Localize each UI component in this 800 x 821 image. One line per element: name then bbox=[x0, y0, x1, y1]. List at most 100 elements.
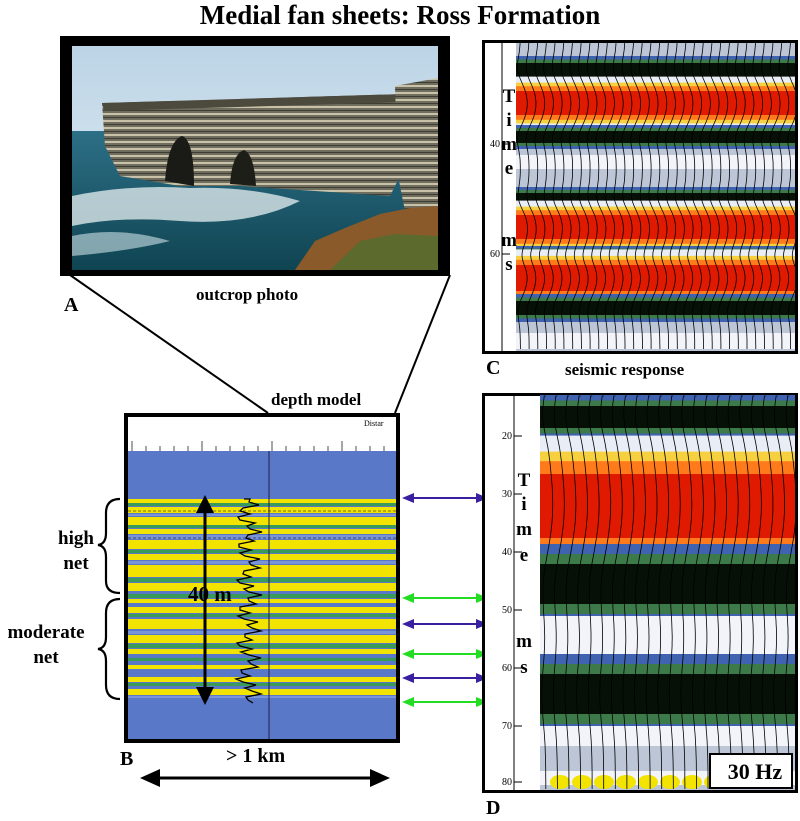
seismic-trace bbox=[612, 42, 624, 349]
seismic-trace bbox=[645, 395, 658, 789]
page-title: Medial fan sheets: Ross Formation bbox=[199, 0, 601, 30]
axis-title-letter: e bbox=[505, 158, 513, 179]
model-layer bbox=[128, 631, 396, 634]
axis-title-letter: m bbox=[516, 519, 532, 540]
amplitude-spot bbox=[572, 775, 592, 789]
axis-title-letter: m bbox=[501, 230, 517, 251]
amplitude-spot bbox=[682, 775, 702, 789]
seismic-trace bbox=[577, 42, 589, 349]
model-layer bbox=[128, 644, 396, 648]
model-layer bbox=[128, 578, 396, 582]
axis-title-letter: s bbox=[520, 657, 527, 678]
axis-title-letter: i bbox=[521, 494, 526, 515]
seismic-trace bbox=[634, 395, 646, 789]
seismic-trace bbox=[622, 395, 635, 789]
amplitude-spot bbox=[638, 775, 658, 789]
depth-model-header-ticks bbox=[131, 441, 385, 451]
seismic-trace bbox=[599, 395, 612, 789]
model-layer bbox=[128, 565, 396, 577]
depth-model-layers bbox=[128, 499, 396, 698]
axis-tick-label: 60 bbox=[490, 249, 500, 260]
axis-title-letter: i bbox=[506, 110, 511, 131]
model-layer bbox=[128, 649, 396, 654]
axis-tick-label: 40 bbox=[490, 139, 500, 150]
high-net-label: high net bbox=[58, 528, 94, 574]
correlation-arrows bbox=[402, 493, 488, 707]
seismic-trace bbox=[610, 395, 623, 789]
seismic-trace bbox=[773, 395, 785, 789]
seismic-zoom-traces bbox=[541, 395, 797, 790]
amplitude-spot bbox=[616, 775, 636, 789]
seismic-trace bbox=[761, 395, 774, 789]
seismic-trace bbox=[541, 395, 554, 789]
seismic-trace bbox=[604, 42, 616, 349]
axis-tick-label: 60 bbox=[502, 663, 512, 674]
model-layer bbox=[128, 550, 396, 553]
seismic-trace bbox=[587, 395, 600, 789]
seismic-trace bbox=[564, 395, 577, 789]
axis-title-letter: T bbox=[518, 470, 531, 491]
axis-title-letter: e bbox=[520, 545, 528, 566]
depth-model: Distar bbox=[124, 413, 400, 743]
seismic-trace bbox=[630, 42, 642, 349]
seismic-trace bbox=[738, 395, 751, 789]
seismic-trace bbox=[534, 42, 546, 349]
model-layer bbox=[128, 525, 396, 528]
depth-model-header-word: Distar bbox=[364, 419, 384, 428]
axis-title-letter: m bbox=[516, 631, 532, 652]
seismic-trace bbox=[680, 395, 693, 789]
seismic-trace bbox=[586, 42, 598, 349]
seismic-trace bbox=[743, 42, 755, 349]
frequency-label: 30 Hz bbox=[727, 759, 783, 784]
model-layer bbox=[128, 665, 396, 669]
model-layer bbox=[128, 507, 396, 513]
panel-letter-b: B bbox=[120, 748, 134, 770]
seismic-trace bbox=[656, 42, 668, 349]
seismic-trace bbox=[734, 42, 746, 349]
seismic-trace bbox=[665, 42, 677, 349]
seismic-trace bbox=[647, 42, 659, 349]
thickness-arrow bbox=[196, 495, 214, 705]
seismic-trace bbox=[576, 395, 588, 790]
seismic-trace bbox=[769, 42, 781, 349]
seismic-trace bbox=[595, 42, 607, 349]
model-layer bbox=[128, 607, 396, 613]
seismic-trace bbox=[726, 395, 739, 789]
seismic-trace bbox=[516, 42, 528, 349]
seismic-trace bbox=[553, 395, 565, 789]
model-layer bbox=[128, 635, 396, 643]
seismic-trace bbox=[726, 42, 738, 349]
seismic-trace bbox=[639, 42, 650, 349]
outcrop-photo bbox=[60, 36, 450, 276]
seismic-trace bbox=[778, 42, 790, 349]
interval-braces bbox=[97, 497, 121, 701]
model-layer bbox=[128, 683, 396, 686]
seismic-trace bbox=[715, 395, 727, 789]
seismic-trace bbox=[761, 42, 773, 349]
seismic-bands bbox=[516, 56, 795, 349]
axis-title-letter: m bbox=[501, 134, 517, 155]
depth-model-caption: depth model bbox=[271, 390, 362, 409]
model-layer bbox=[128, 514, 396, 516]
seismic-trace bbox=[750, 395, 762, 789]
model-layer bbox=[128, 540, 396, 549]
thickness-label: 40 m bbox=[188, 582, 232, 606]
axis-title-letter: T bbox=[503, 86, 516, 107]
model-layer bbox=[128, 561, 396, 564]
seismic-trace bbox=[621, 42, 633, 349]
panel-letter-d: D bbox=[486, 797, 501, 819]
seismic-trace bbox=[668, 395, 681, 789]
well-log-curve bbox=[233, 498, 264, 704]
seismic-traces bbox=[516, 42, 798, 350]
scale-label: > 1 km bbox=[226, 745, 286, 767]
axis-tick-label: 80 bbox=[502, 777, 512, 788]
seismic-trace bbox=[700, 42, 712, 350]
amplitude-spot bbox=[660, 775, 680, 789]
axis-tick-label: 20 bbox=[502, 431, 512, 442]
panel-letter-a: A bbox=[64, 294, 79, 316]
seismic-zoom-bands bbox=[540, 395, 795, 789]
moderate-net-label: moderate net bbox=[7, 622, 85, 668]
seismic-trace bbox=[784, 395, 797, 789]
